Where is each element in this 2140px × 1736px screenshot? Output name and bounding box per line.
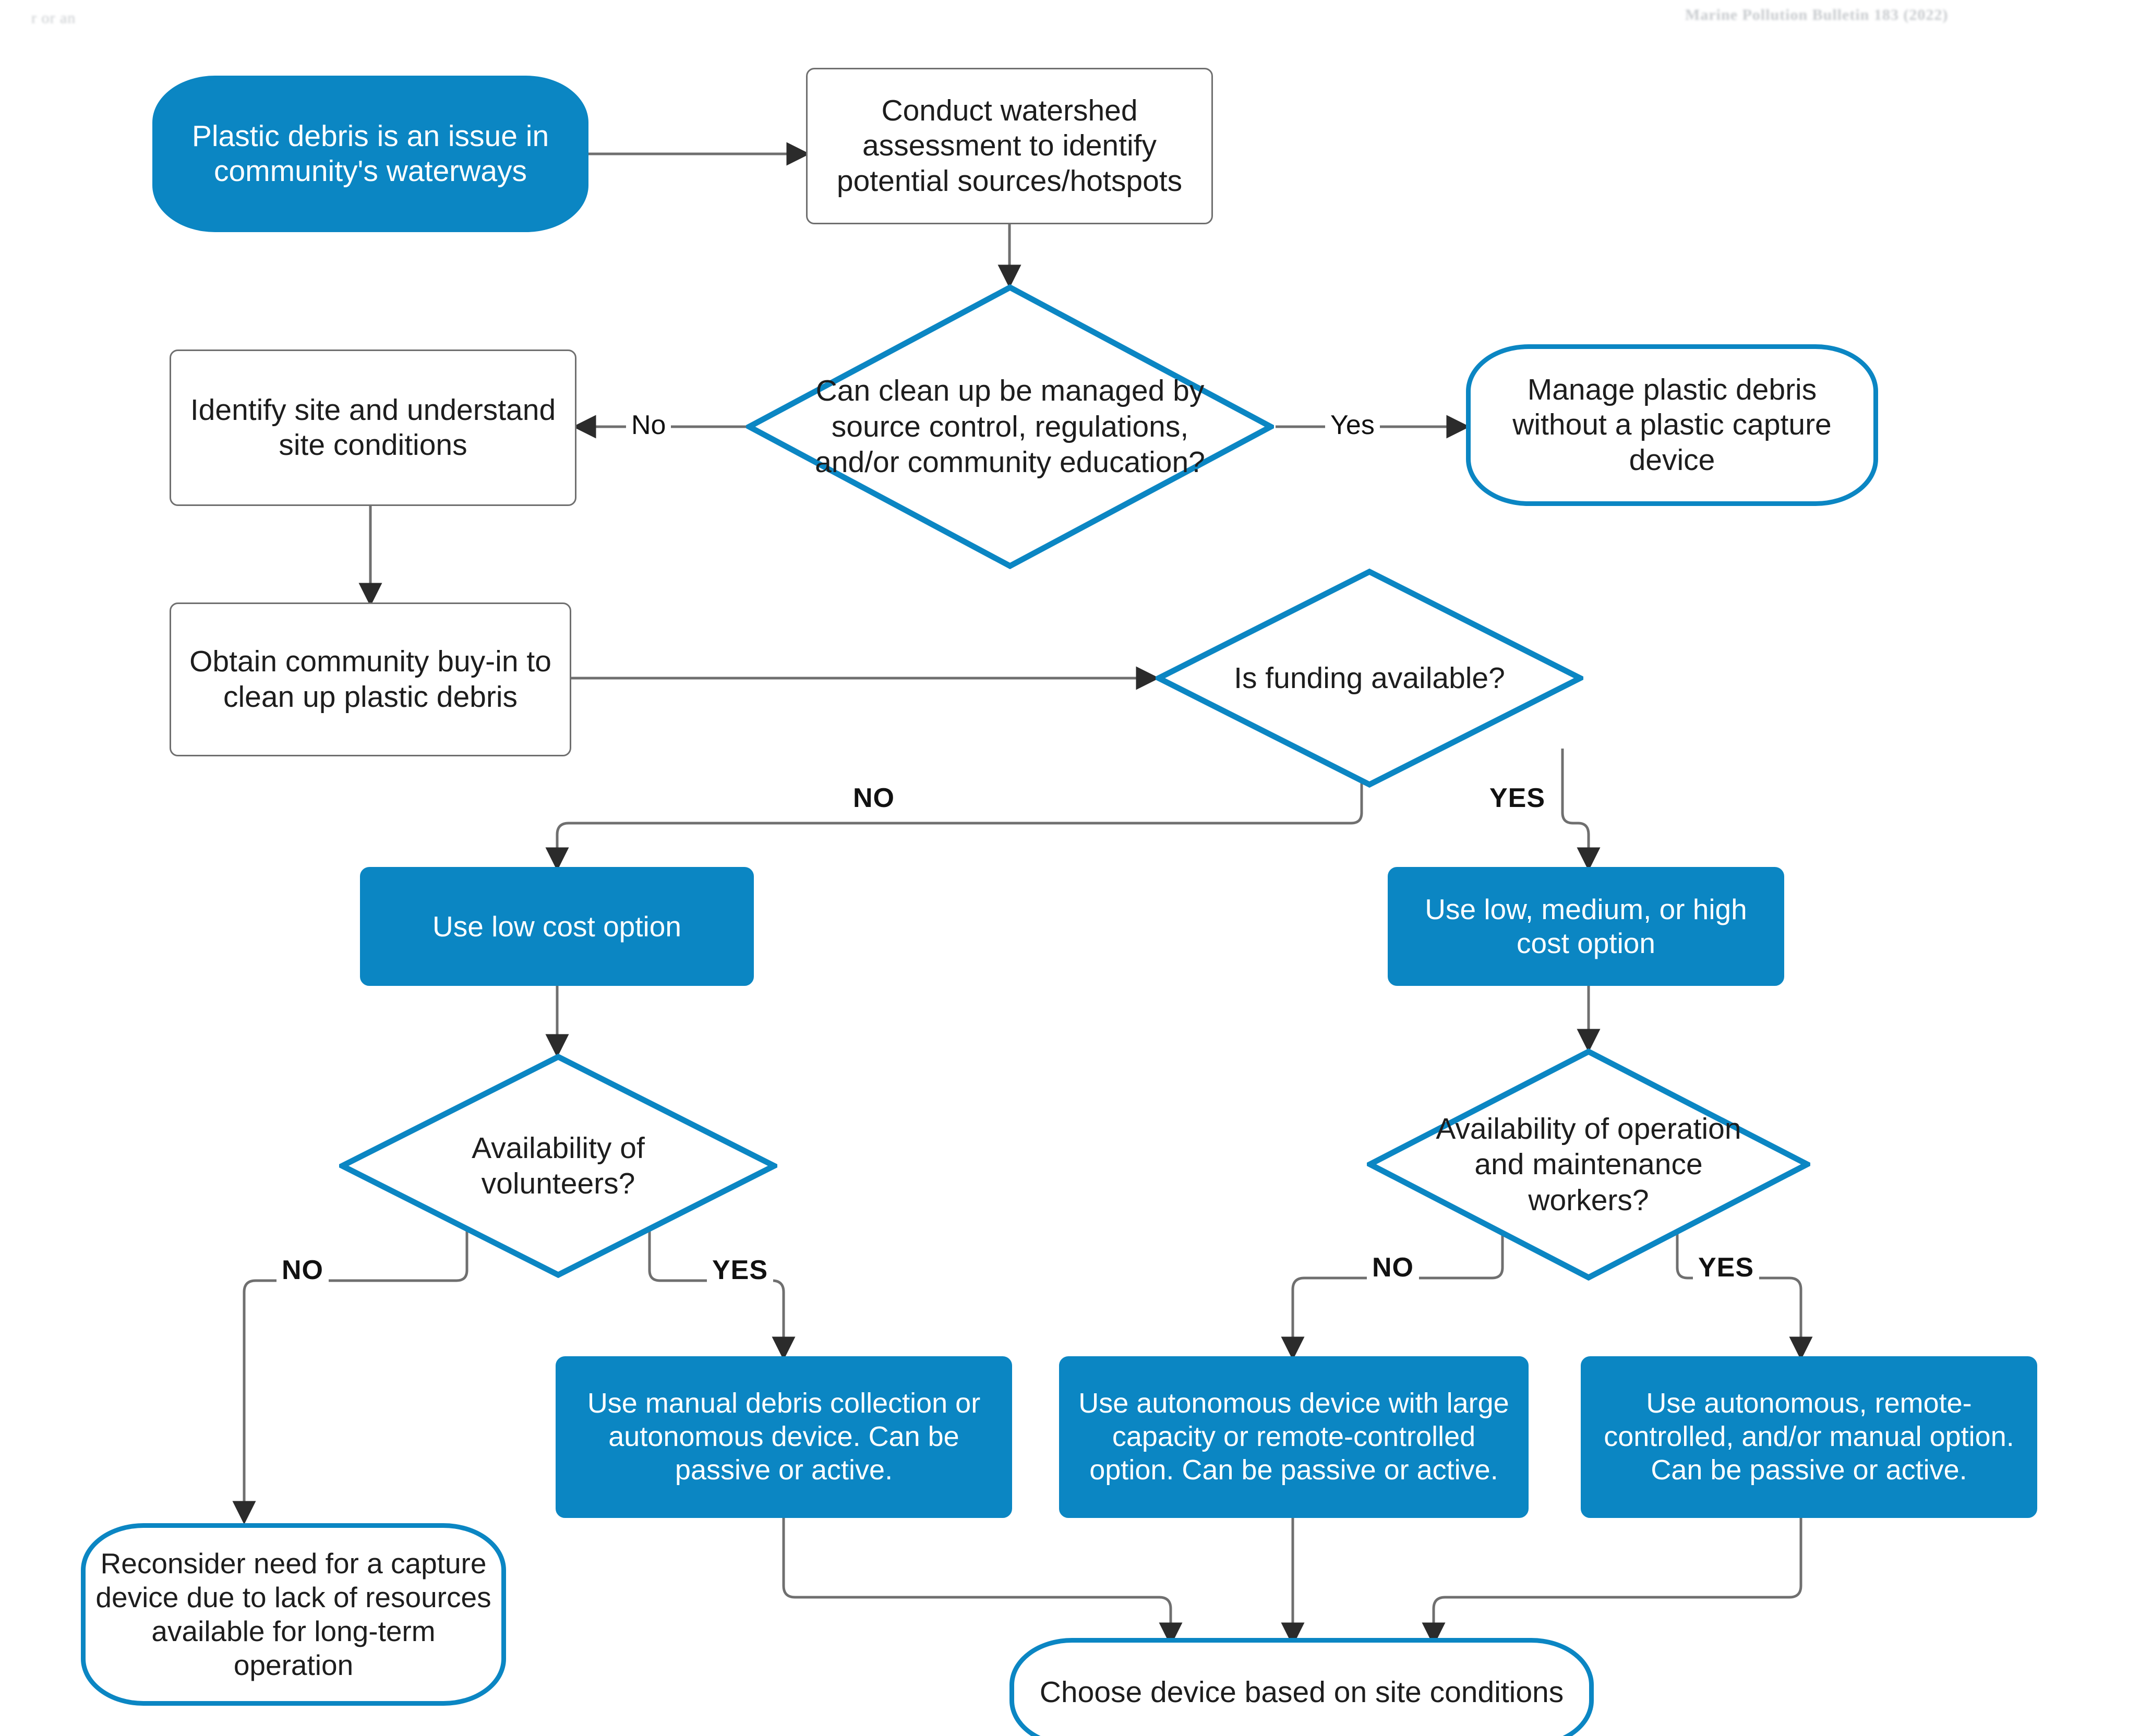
node-use-autonomous-remote-manual[interactable]: Use autonomous, remote-controlled, and/o… bbox=[1581, 1356, 2037, 1518]
node-identify-site-conditions[interactable]: Identify site and understand site condit… bbox=[170, 349, 576, 506]
decision-availability-volunteers[interactable]: Availability of volunteers? bbox=[339, 1054, 777, 1278]
decision-om-workers-label: Availability of operation and maintenanc… bbox=[1436, 1112, 1741, 1217]
node-use-manual-debris-collection[interactable]: Use manual debris collection or autonomo… bbox=[556, 1356, 1012, 1518]
decision-funding-available[interactable]: Is funding available? bbox=[1156, 569, 1583, 788]
diamond-shape-source-control bbox=[746, 284, 1274, 569]
node-use-low-cost-option[interactable]: Use low cost option bbox=[360, 867, 754, 986]
edge-label-workers-no: NO bbox=[1367, 1252, 1419, 1283]
node-start-plastic-debris-issue[interactable]: Plastic debris is an issue in community'… bbox=[152, 76, 588, 232]
node-use-any-cost-option[interactable]: Use low, medium, or high cost option bbox=[1388, 867, 1784, 986]
node-manage-label: Manage plastic debris without a plastic … bbox=[1512, 373, 1832, 477]
decision-funding-label: Is funding available? bbox=[1234, 661, 1505, 695]
edge-label-volunteers-yes: YES bbox=[707, 1255, 774, 1286]
node-obtain-community-buyin[interactable]: Obtain community buy-in to clean up plas… bbox=[170, 602, 571, 756]
node-autolarge-label: Use autonomous device with large capacit… bbox=[1078, 1388, 1509, 1486]
node-reconsider-label: Reconsider need for a capture device due… bbox=[95, 1547, 491, 1681]
decision-availability-om-workers[interactable]: Availability of operation and maintenanc… bbox=[1367, 1048, 1810, 1281]
node-identify-label: Identify site and understand site condit… bbox=[190, 393, 556, 462]
node-use-autonomous-large-capacity[interactable]: Use autonomous device with large capacit… bbox=[1059, 1356, 1529, 1518]
node-autoremote-label: Use autonomous, remote-controlled, and/o… bbox=[1604, 1388, 2014, 1486]
edge-label-volunteers-no: NO bbox=[276, 1255, 329, 1286]
node-anycost-label: Use low, medium, or high cost option bbox=[1425, 893, 1747, 959]
decision-source-control[interactable]: Can clean up be managed by source contro… bbox=[746, 284, 1274, 569]
edge-label-workers-yes: YES bbox=[1693, 1252, 1760, 1283]
node-start-label: Plastic debris is an issue in community'… bbox=[191, 119, 549, 188]
node-buyin-label: Obtain community buy-in to clean up plas… bbox=[189, 645, 551, 714]
page-header-left: r or an bbox=[31, 9, 76, 27]
diamond-shape-volunteers bbox=[339, 1054, 777, 1278]
decision-source-control-label: Can clean up be managed by source contro… bbox=[815, 374, 1205, 479]
page-header-right: Marine Pollution Bulletin 183 (2022) bbox=[1685, 6, 1949, 23]
node-manage-without-capture-device[interactable]: Manage plastic debris without a plastic … bbox=[1466, 344, 1878, 506]
node-choose-label: Choose device based on site conditions bbox=[1039, 1675, 1564, 1709]
node-reconsider-capture-device[interactable]: Reconsider need for a capture device due… bbox=[81, 1523, 506, 1706]
edge-label-source-no: No bbox=[626, 409, 671, 441]
node-choose-device-site-conditions[interactable]: Choose device based on site conditions bbox=[1009, 1638, 1594, 1736]
node-manual-label: Use manual debris collection or autonomo… bbox=[587, 1388, 981, 1486]
node-conduct-watershed-assessment[interactable]: Conduct watershed assessment to identify… bbox=[806, 68, 1213, 224]
node-assess-label: Conduct watershed assessment to identify… bbox=[836, 94, 1183, 198]
edge-label-funding-yes: YES bbox=[1484, 782, 1551, 814]
node-lowcost-label: Use low cost option bbox=[432, 910, 681, 943]
edge-label-funding-no: NO bbox=[848, 782, 900, 814]
diamond-shape-om-workers bbox=[1367, 1048, 1810, 1281]
decision-volunteers-label: Availability of volunteers? bbox=[472, 1131, 645, 1200]
edge-label-source-yes: Yes bbox=[1325, 409, 1380, 441]
diamond-shape-funding bbox=[1156, 569, 1583, 788]
